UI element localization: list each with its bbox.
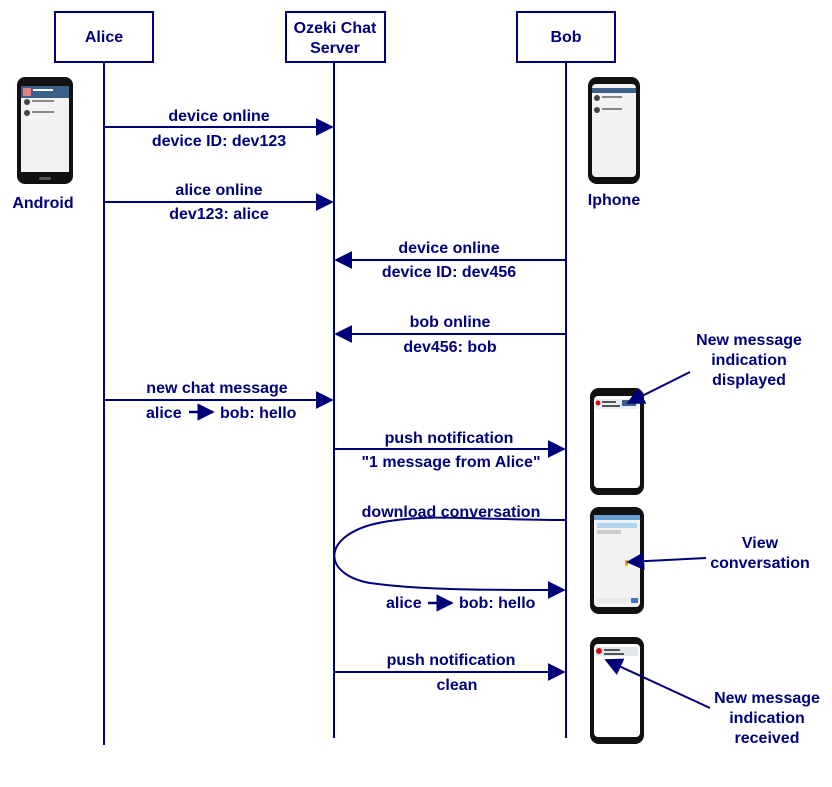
server-header-line2: Server [310, 40, 360, 57]
msg3-top: device online [398, 240, 499, 257]
phone-conversation-icon [590, 507, 644, 614]
annotation-view-line2: conversation [710, 555, 810, 572]
server-header: Ozeki Chat Server [285, 11, 386, 63]
alice-header-label: Alice [85, 29, 123, 46]
msg1-bottom: device ID: dev123 [152, 133, 286, 150]
phone-notification-cleared-icon [590, 637, 644, 744]
msg7-loop-arrow [333, 516, 567, 599]
annotation-received-line2: indication [729, 710, 805, 727]
msg6-bottom: "1 message from Alice" [361, 454, 540, 471]
annotation-received-line3: received [735, 730, 800, 747]
annotation-pointer-view [626, 552, 707, 571]
bob-header: Bob [516, 11, 616, 63]
msg7-bottom-to: bob: hello [459, 595, 536, 612]
msg7-top: download conversation [362, 504, 541, 521]
phone-notification-icon [590, 388, 644, 495]
msg2-bottom: dev123: alice [169, 206, 269, 223]
annotation-view-line1: View [742, 535, 779, 552]
server-header-line1: Ozeki Chat [294, 20, 377, 37]
msg7-bottom-from: alice [386, 595, 422, 612]
annotation-pointer-received [604, 658, 711, 709]
msg5-bottom-from: alice [146, 405, 182, 422]
msg5-top: new chat message [146, 380, 288, 397]
msg8-bottom: clean [437, 677, 478, 694]
msg3-bottom: device ID: dev456 [382, 264, 516, 281]
bob-header-label: Bob [550, 29, 581, 46]
annotation-pointer-displayed [626, 371, 691, 404]
iphone-label: Iphone [588, 192, 641, 209]
annotation-displayed-line1: New message [696, 332, 802, 349]
android-label: Android [12, 195, 73, 212]
msg4-bottom: dev456: bob [403, 339, 497, 356]
msg1-top: device online [168, 108, 269, 125]
annotation-displayed-line2: indication [711, 352, 787, 369]
annotation-displayed-line3: displayed [712, 372, 786, 389]
annotation-received-line1: New message [714, 690, 820, 707]
msg6-top: push notification [385, 430, 514, 447]
msg5-bottom-to: bob: hello [220, 405, 297, 422]
msg8-top: push notification [387, 652, 516, 669]
msg2-top: alice online [175, 182, 262, 199]
msg4-top: bob online [410, 314, 491, 331]
android-phone-icon [17, 77, 73, 184]
iphone-icon [588, 77, 640, 184]
alice-header: Alice [54, 11, 154, 63]
